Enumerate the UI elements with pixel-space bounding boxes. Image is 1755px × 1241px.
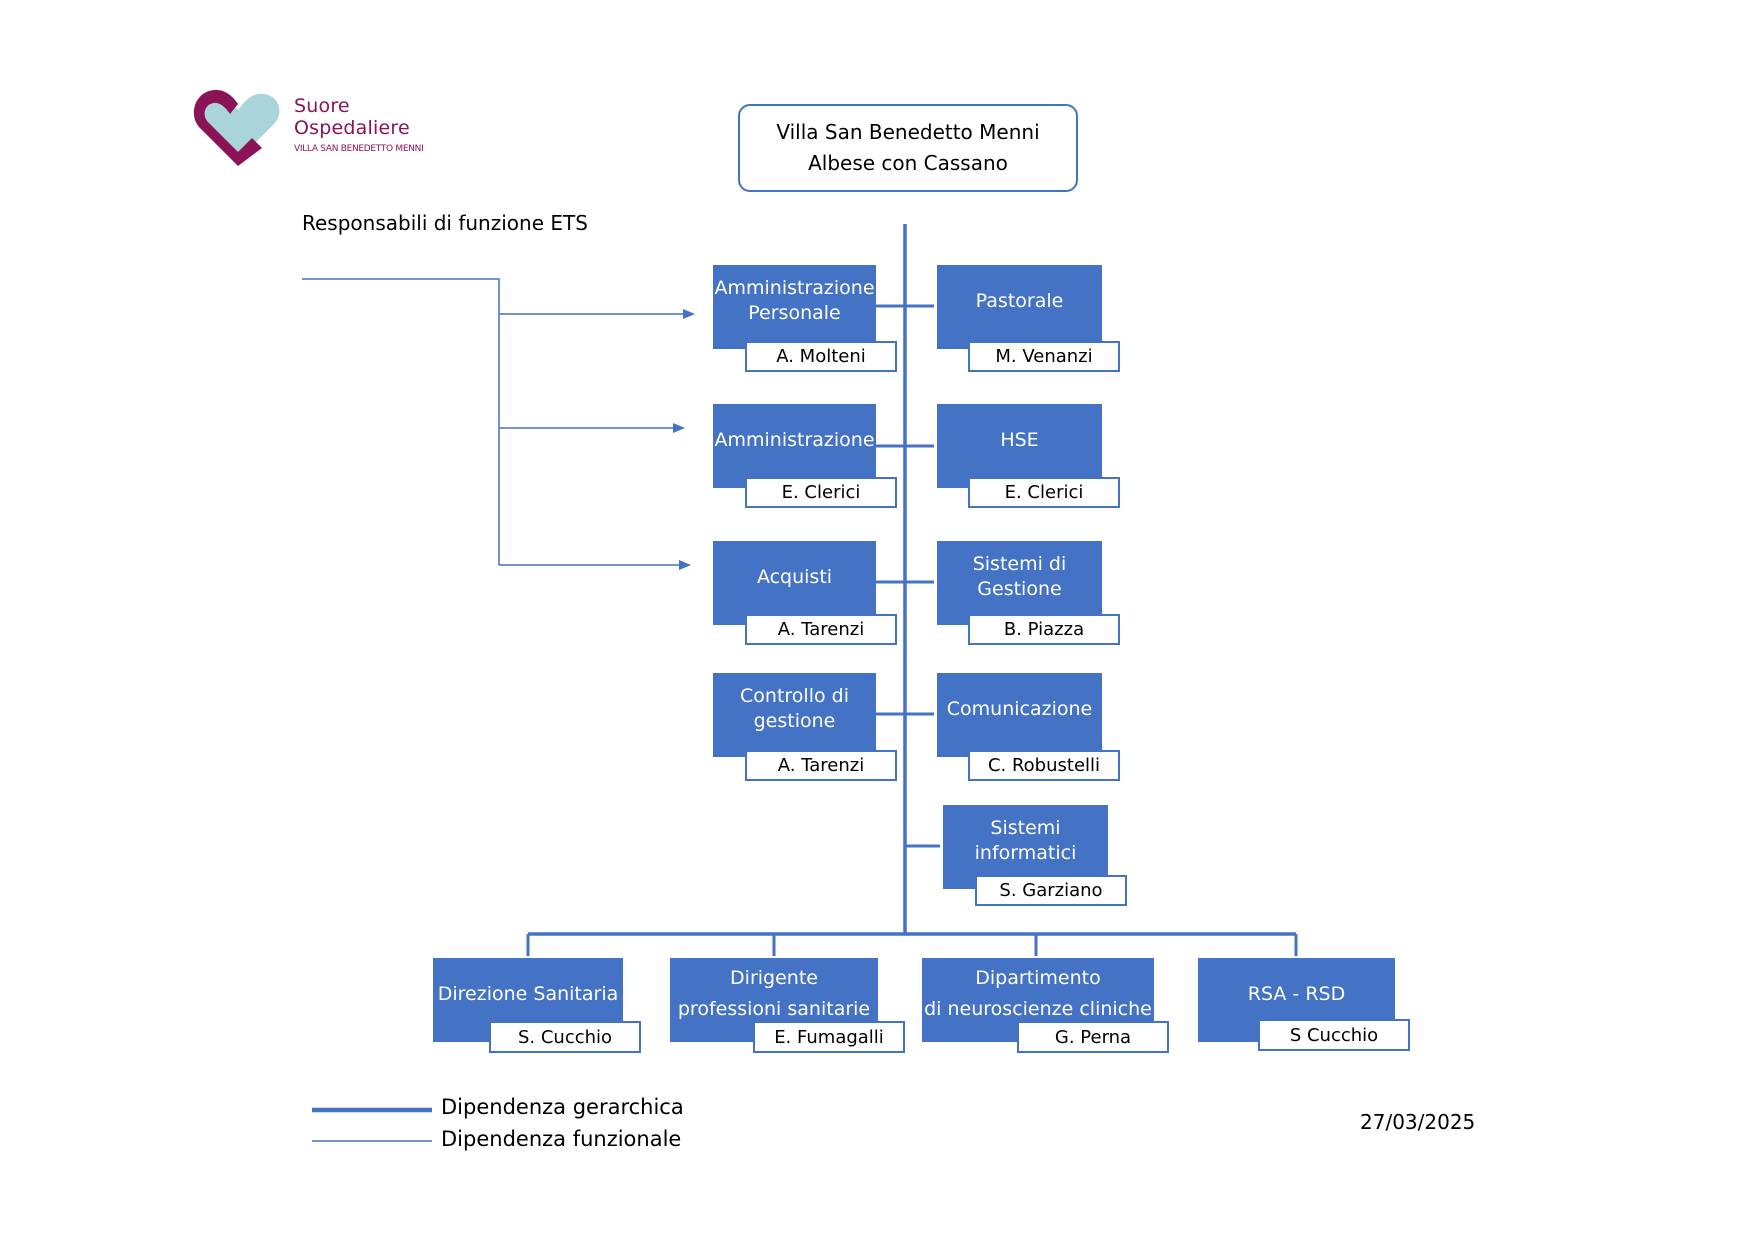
unit-title-line: Amministrazione: [714, 277, 875, 299]
unit-pastorale: Pastorale: [937, 265, 1102, 349]
legend-funzionale-label: Dipendenza funzionale: [441, 1127, 682, 1151]
root-title-line1: Villa San Benedetto Menni: [776, 120, 1040, 144]
unit-direzione-sanitaria: Direzione Sanitaria: [433, 958, 623, 1042]
unit-amministrazione: Amministrazione: [713, 404, 876, 488]
logo-text-line3: VILLA SAN BENEDETTO MENNI: [294, 144, 424, 154]
unit-name-dirigente-professioni-sanitarie: E. Fumagalli: [753, 1021, 905, 1053]
unit-title-line: Amministrazione: [714, 428, 875, 451]
unit-name-direzione-sanitaria: S. Cucchio: [489, 1021, 641, 1053]
unit-hse: HSE: [937, 404, 1102, 488]
unit-title-line: informatici: [974, 842, 1077, 864]
unit-title-line: Pastorale: [975, 289, 1064, 312]
unit-title-line: Acquisti: [756, 565, 833, 588]
unit-title-line: Sistemi di: [972, 553, 1067, 575]
unit-name-pastorale: M. Venanzi: [968, 341, 1120, 372]
legend-gerarchica-label: Dipendenza gerarchica: [441, 1095, 684, 1119]
heart-logo-icon: [193, 89, 280, 166]
unit-title-line: professioni sanitarie: [677, 998, 871, 1020]
functional-lines: [302, 278, 690, 566]
unit-name-comunicazione: C. Robustelli: [968, 750, 1120, 781]
logo: Suore Ospedaliere VILLA SAN BENEDETTO ME…: [190, 82, 430, 172]
arrow-head-1: [683, 309, 695, 319]
date-label: 27/03/2025: [1360, 1110, 1476, 1134]
unit-title-line: di neuroscienze cliniche: [924, 998, 1152, 1020]
unit-sistemi-di-gestione: Sistemi di Gestione: [937, 541, 1102, 625]
logo-text-line1: Suore: [294, 95, 350, 117]
unit-title-line: Dipartimento: [975, 967, 1101, 989]
unit-title-line: Sistemi: [990, 817, 1061, 839]
unit-name-controllo-di-gestione: A. Tarenzi: [745, 750, 897, 781]
unit-title-line: HSE: [1000, 428, 1039, 451]
responsabili-label: Responsabili di funzione ETS: [302, 211, 588, 235]
unit-name-rsa-rsd: S Cucchio: [1258, 1019, 1410, 1051]
arrow-head-3: [679, 560, 691, 570]
unit-name-sistemi-informatici: S. Garziano: [975, 875, 1127, 906]
unit-comunicazione: Comunicazione: [937, 673, 1102, 757]
unit-controllo-di-gestione: Controllo di gestione: [713, 673, 876, 757]
unit-amministrazione-personale: Amministrazione Personale: [713, 265, 876, 349]
unit-title-line: Controllo di: [740, 685, 849, 707]
unit-title-line: RSA - RSD: [1247, 982, 1346, 1005]
logo-text-line2: Ospedaliere: [294, 117, 410, 139]
root-title-line2: Albese con Cassano: [808, 151, 1008, 175]
unit-title-line: Dirigente: [730, 967, 818, 989]
unit-title-line: gestione: [753, 710, 836, 732]
unit-name-hse: E. Clerici: [968, 477, 1120, 508]
unit-title-line: Comunicazione: [946, 697, 1093, 720]
unit-name-acquisti: A. Tarenzi: [745, 614, 897, 645]
unit-acquisti: Acquisti: [713, 541, 876, 625]
unit-name-dipartimento-neuroscienze: G. Perna: [1017, 1021, 1169, 1053]
unit-name-amministrazione: E. Clerici: [745, 477, 897, 508]
unit-title-line: Direzione Sanitaria: [437, 982, 619, 1005]
unit-title-line: Gestione: [977, 578, 1062, 600]
arrow-head-2: [673, 423, 685, 433]
unit-name-sistemi-di-gestione: B. Piazza: [968, 614, 1120, 645]
root-node: Villa San Benedetto Menni Albese con Cas…: [738, 104, 1078, 192]
unit-name-amministrazione-personale: A. Molteni: [745, 341, 897, 372]
unit-title-line: Personale: [748, 302, 841, 324]
